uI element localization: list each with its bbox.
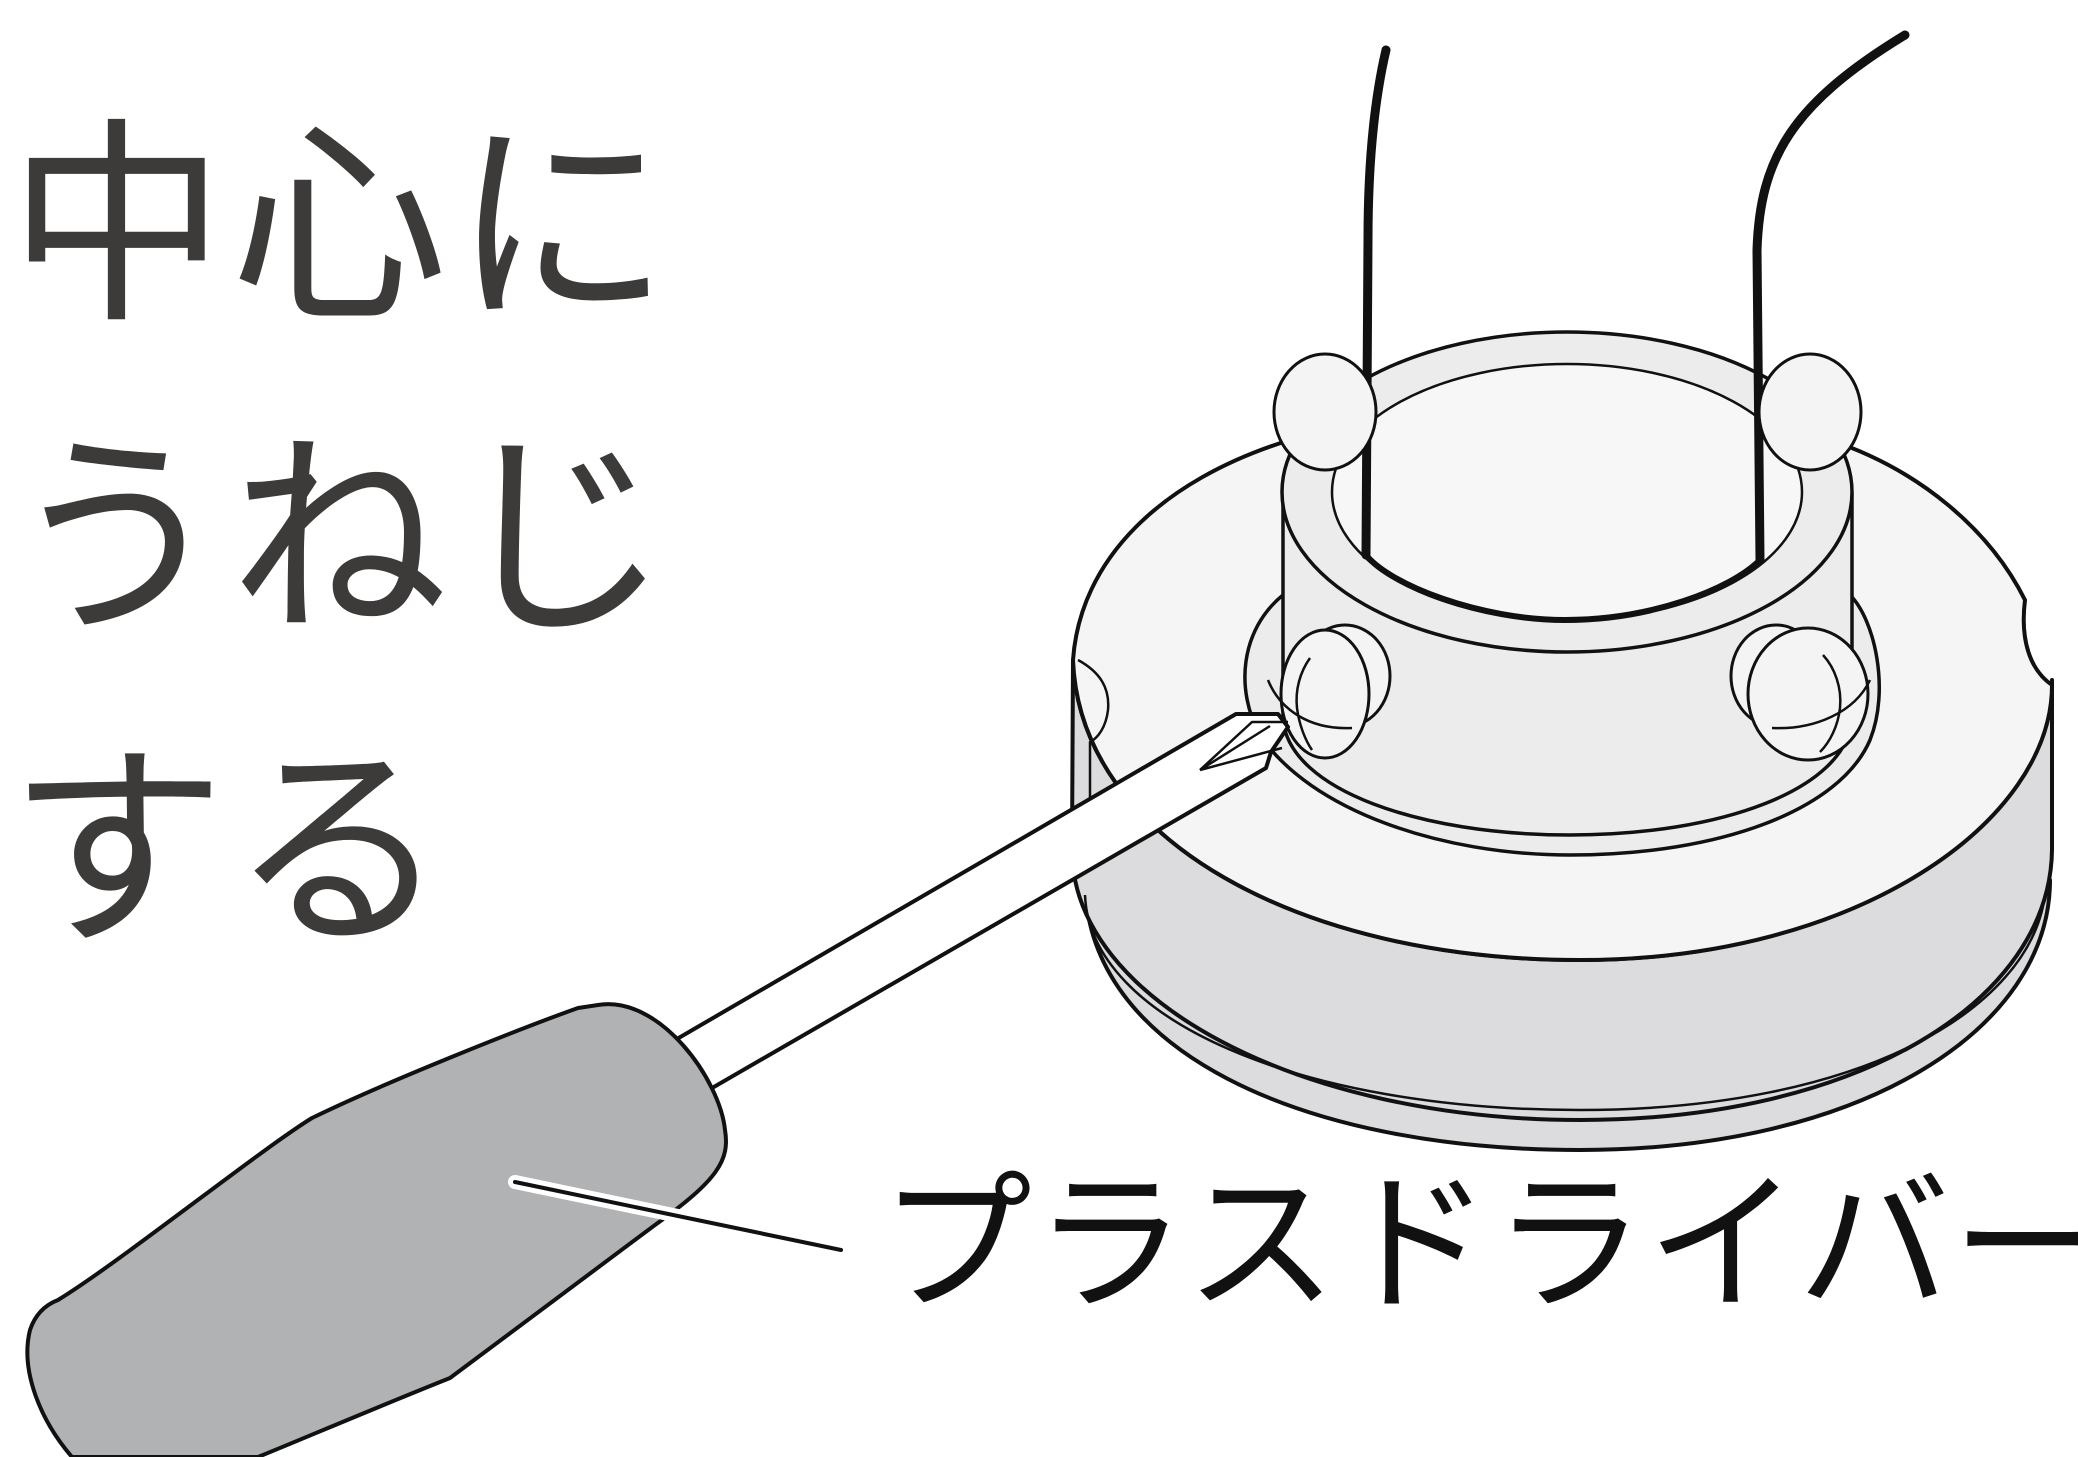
screw-head-top-left (1272, 352, 1378, 472)
cord-right (1752, 30, 1910, 565)
leader-line (508, 1175, 848, 1257)
screw-head-center (1279, 628, 1371, 760)
screwdriver-handle (25, 1002, 728, 1457)
instruction-text: 中心に うねじ する (8, 72, 674, 1008)
screwdriver-label: プラスドライバー (880, 1156, 2078, 1333)
screw-heads (1266, 352, 1872, 762)
instruction-line-1: 中心に (8, 101, 674, 354)
cord-loop (1363, 552, 1763, 624)
mounting-ring (1243, 330, 1881, 857)
screw-head-right (1746, 626, 1870, 762)
cord-left (1361, 45, 1391, 560)
cord (1361, 30, 1910, 624)
instruction-line-2: うねじ (8, 413, 674, 666)
instruction-line-3: する (8, 725, 452, 978)
screwdriver (25, 712, 1290, 1457)
screw-head-top-right (1757, 352, 1863, 472)
